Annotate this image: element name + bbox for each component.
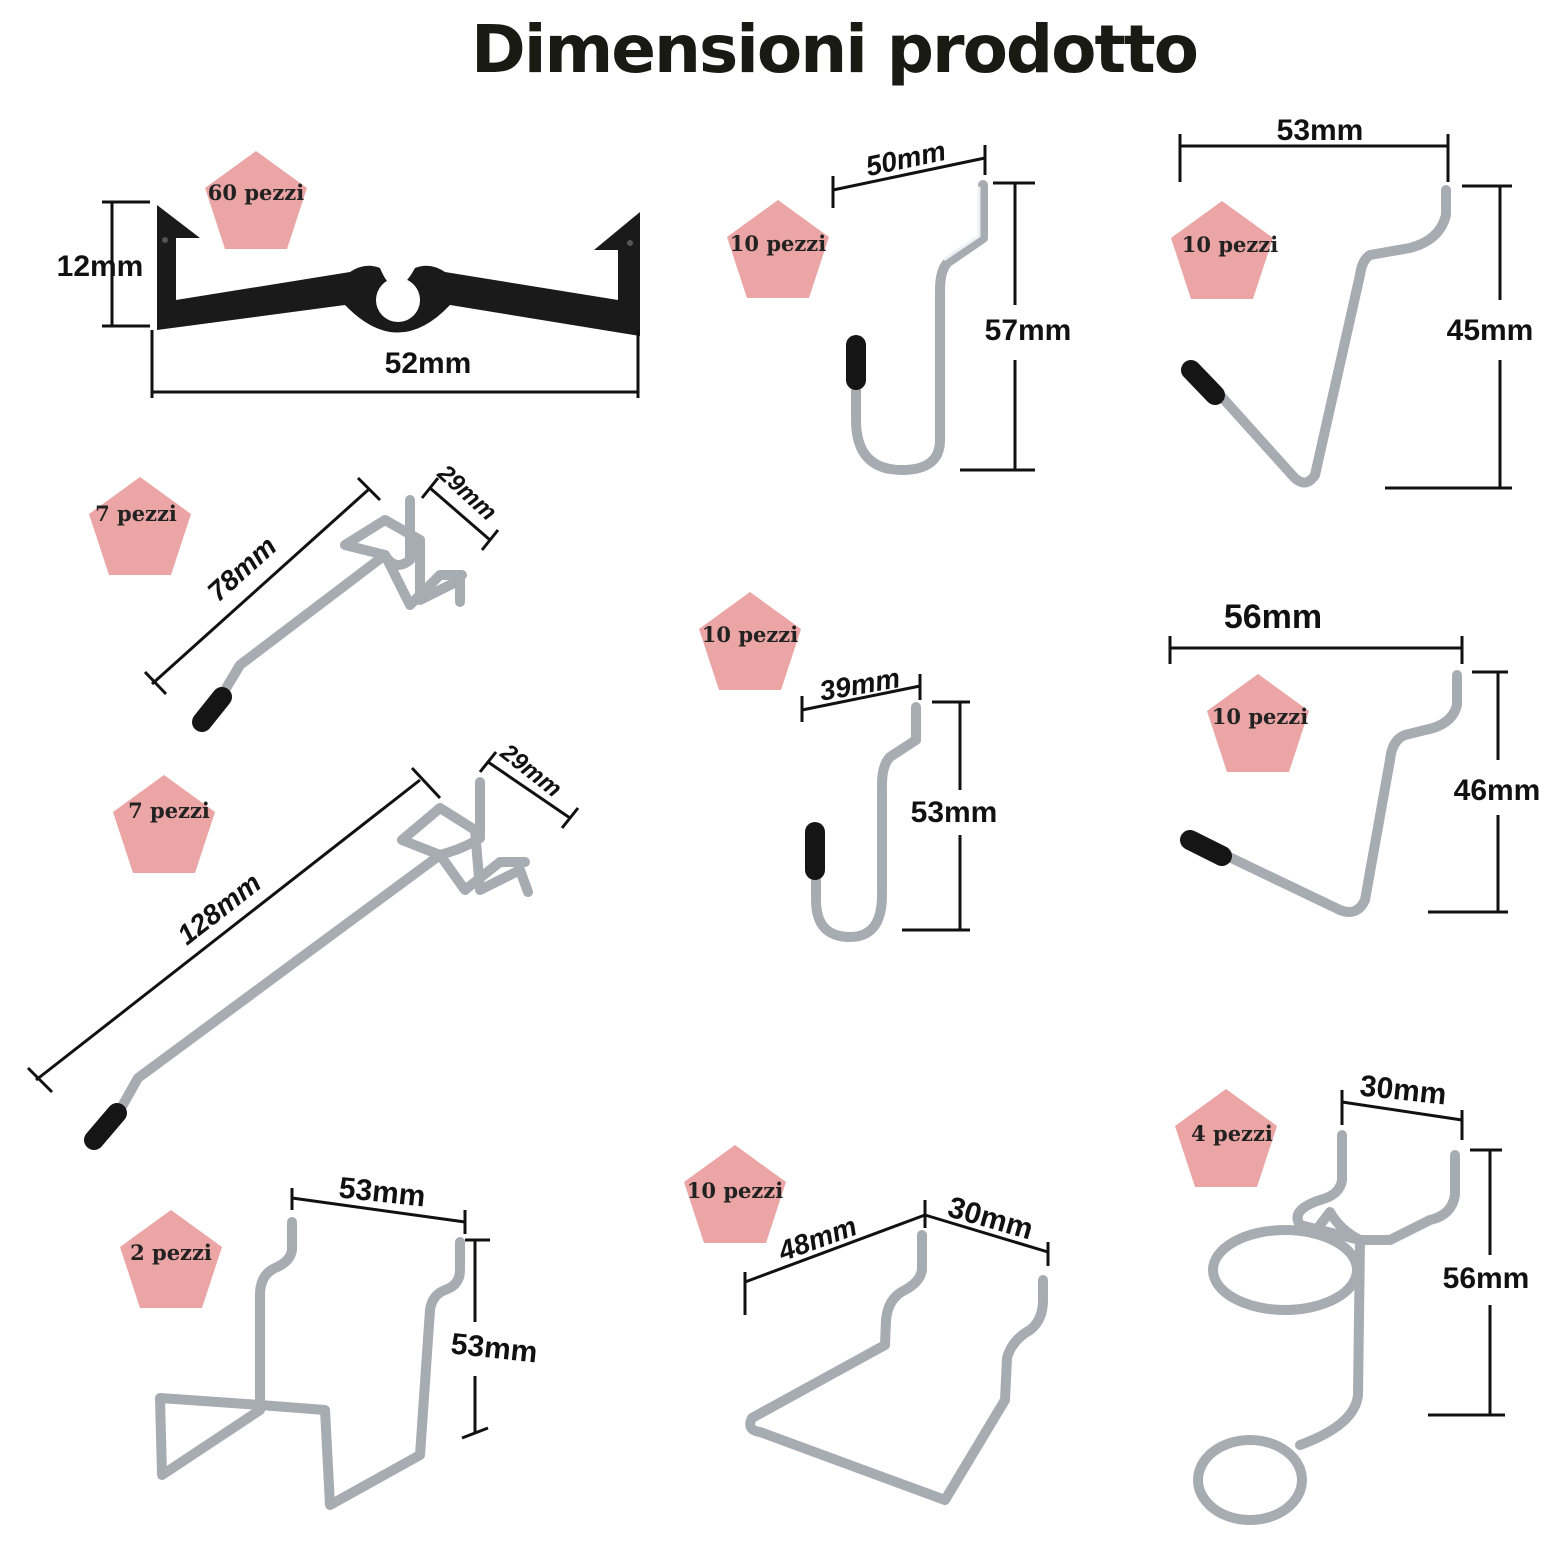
peg-hook-128-item: 128mm 29mm 7 pezzi <box>26 738 580 1150</box>
holder-bottom-center-item: 48mm 30mm 10 pezzi <box>684 1145 1050 1505</box>
j-hook-small-item: 39mm 53mm 10 pezzi <box>699 592 998 942</box>
dim-width: 39mm <box>817 662 902 707</box>
dim-width: 53mm <box>1277 114 1364 147</box>
dim-height: 53mm <box>911 796 998 829</box>
qty-label: 10 pezzi <box>730 231 826 256</box>
dim-depth: 29mm <box>431 459 501 526</box>
dim-depth: 30mm <box>944 1191 1036 1247</box>
dim-width: 52mm <box>385 347 472 380</box>
qty-badge <box>89 477 191 575</box>
qty-label: 10 pezzi <box>1182 232 1278 257</box>
holder-bottom-left-item: 53mm 53mm 2 pezzi <box>120 1172 539 1510</box>
qty-label: 10 pezzi <box>1212 704 1308 729</box>
qty-label: 7 pezzi <box>128 798 210 823</box>
dim-height: 57mm <box>985 314 1072 347</box>
dim-depth: 29mm <box>494 738 566 803</box>
dim-height: 56mm <box>1443 1262 1530 1295</box>
qty-label: 2 pezzi <box>130 1240 212 1265</box>
j-hook-large-item: 50mm 57mm 10 pezzi <box>727 135 1072 475</box>
l-hook-top-right-item: 53mm 45mm 10 pezzi <box>1171 114 1534 490</box>
dim-width: 56mm <box>1224 598 1322 636</box>
clip-item: 12mm 52mm 60 pezzi <box>57 151 640 398</box>
qty-label: 10 pezzi <box>702 622 798 647</box>
page-title: Dimensioni prodotto <box>471 11 1197 88</box>
qty-badge <box>113 775 215 873</box>
ring-holder-item: 30mm 56mm 4 pezzi <box>1175 1070 1530 1525</box>
dim-length: 78mm <box>202 530 283 607</box>
l-hook-middle-right-item: 56mm 46mm 10 pezzi <box>1168 598 1541 917</box>
dim-width: 48mm <box>773 1210 861 1267</box>
peg-hook-78-item: 78mm 29mm 7 pezzi <box>89 459 502 732</box>
dim-height: 46mm <box>1454 774 1541 807</box>
dim-height: 53mm <box>449 1328 539 1370</box>
dim-height: 12mm <box>57 250 144 283</box>
qty-label: 7 pezzi <box>95 501 177 526</box>
qty-label: 4 pezzi <box>1191 1121 1273 1146</box>
qty-label: 60 pezzi <box>208 180 304 205</box>
qty-label: 10 pezzi <box>687 1178 783 1203</box>
clip-shape <box>157 205 640 336</box>
dim-height: 45mm <box>1447 314 1534 347</box>
